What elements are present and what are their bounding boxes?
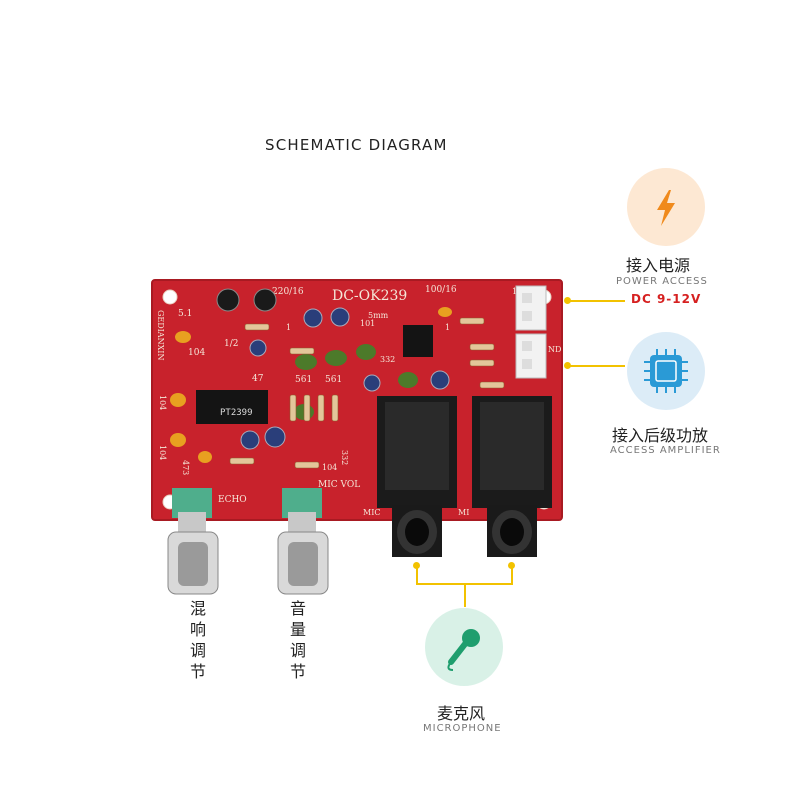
silk-text: 5mm [368, 311, 389, 320]
pt2399-chip [196, 390, 268, 424]
silk-text: 100/16 [425, 285, 457, 295]
microphone-icon-circle [425, 608, 503, 686]
op-amp-chip [403, 325, 433, 357]
silk-text: 220/16 [272, 287, 304, 297]
capacitor [216, 288, 277, 312]
amplifier-icon-circle [627, 332, 705, 410]
silk-text: MI [458, 508, 469, 517]
echo-adjust-label: 混响调节 [189, 599, 206, 681]
microphone-jack [377, 396, 457, 557]
silk-text: 1/2 [224, 339, 238, 349]
silk-text: MIC [363, 508, 380, 517]
microphone-jack [472, 396, 552, 557]
board-model-text: DC-OK239 [332, 288, 407, 304]
power-connector-dot [564, 297, 571, 304]
volume-knob [277, 488, 329, 595]
silk-text: 561 [325, 375, 342, 385]
echo-knob [167, 488, 219, 595]
power-label-cn: 接入电源 [626, 256, 691, 275]
output-connector [515, 333, 547, 379]
power-connector [515, 285, 547, 331]
volume-adjust-label: 音量调节 [289, 599, 306, 681]
silk-text: 104 [158, 395, 167, 410]
silk-text: MIC VOL [318, 480, 360, 490]
power-voltage-spec: DC 9-12V [631, 292, 702, 306]
vendor-text: GEDIANXIN [156, 310, 165, 360]
chip-icon [644, 349, 688, 393]
silk-text: 332 [380, 355, 395, 364]
mic-connector-line [416, 568, 418, 584]
silk-text: 1 [286, 323, 291, 332]
amplifier-label-cn: 接入后级功放 [612, 426, 709, 445]
amplifier-label-en: ACCESS AMPLIFIER [610, 445, 721, 456]
mount-hole [162, 289, 178, 305]
silk-text: 47 [252, 374, 264, 384]
silk-text: 104 [158, 445, 167, 460]
power-label-en: POWER ACCESS [616, 276, 708, 287]
silk-text: 332 [340, 450, 349, 465]
pcb-board [152, 280, 562, 520]
chip-label: PT2399 [220, 408, 253, 418]
amplifier-connector-line [570, 365, 625, 367]
silk-text: 473 [181, 460, 190, 475]
mic-connector-line [511, 568, 513, 584]
silk-text: ECHO [218, 495, 247, 505]
ceramic-capacitor [170, 307, 452, 463]
microphone-icon [447, 629, 480, 671]
lightning-icon [657, 190, 675, 226]
mic-jack-dot [413, 562, 420, 569]
capacitor [240, 307, 450, 450]
microphone-label-cn: 麦克风 [437, 704, 486, 723]
film-capacitor [294, 344, 418, 420]
silk-text: 101 [360, 319, 375, 328]
microphone-label-en: MICROPHONE [423, 723, 502, 734]
silk-text: 5.1 [178, 309, 192, 319]
amplifier-connector-dot [564, 362, 571, 369]
silk-text: 561 [295, 375, 312, 385]
silk-text: 1 [445, 323, 450, 332]
power-icon-circle [627, 168, 705, 246]
diagram-title: SCHEMATIC DIAGRAM [265, 136, 448, 154]
mic-jack-dot [508, 562, 515, 569]
silk-text: ND [548, 345, 561, 354]
resistor [229, 317, 505, 469]
silk-text: 104 [188, 348, 205, 358]
power-connector-line [570, 300, 625, 302]
mic-connector-line [464, 583, 466, 607]
silk-text: 104 [322, 463, 337, 472]
